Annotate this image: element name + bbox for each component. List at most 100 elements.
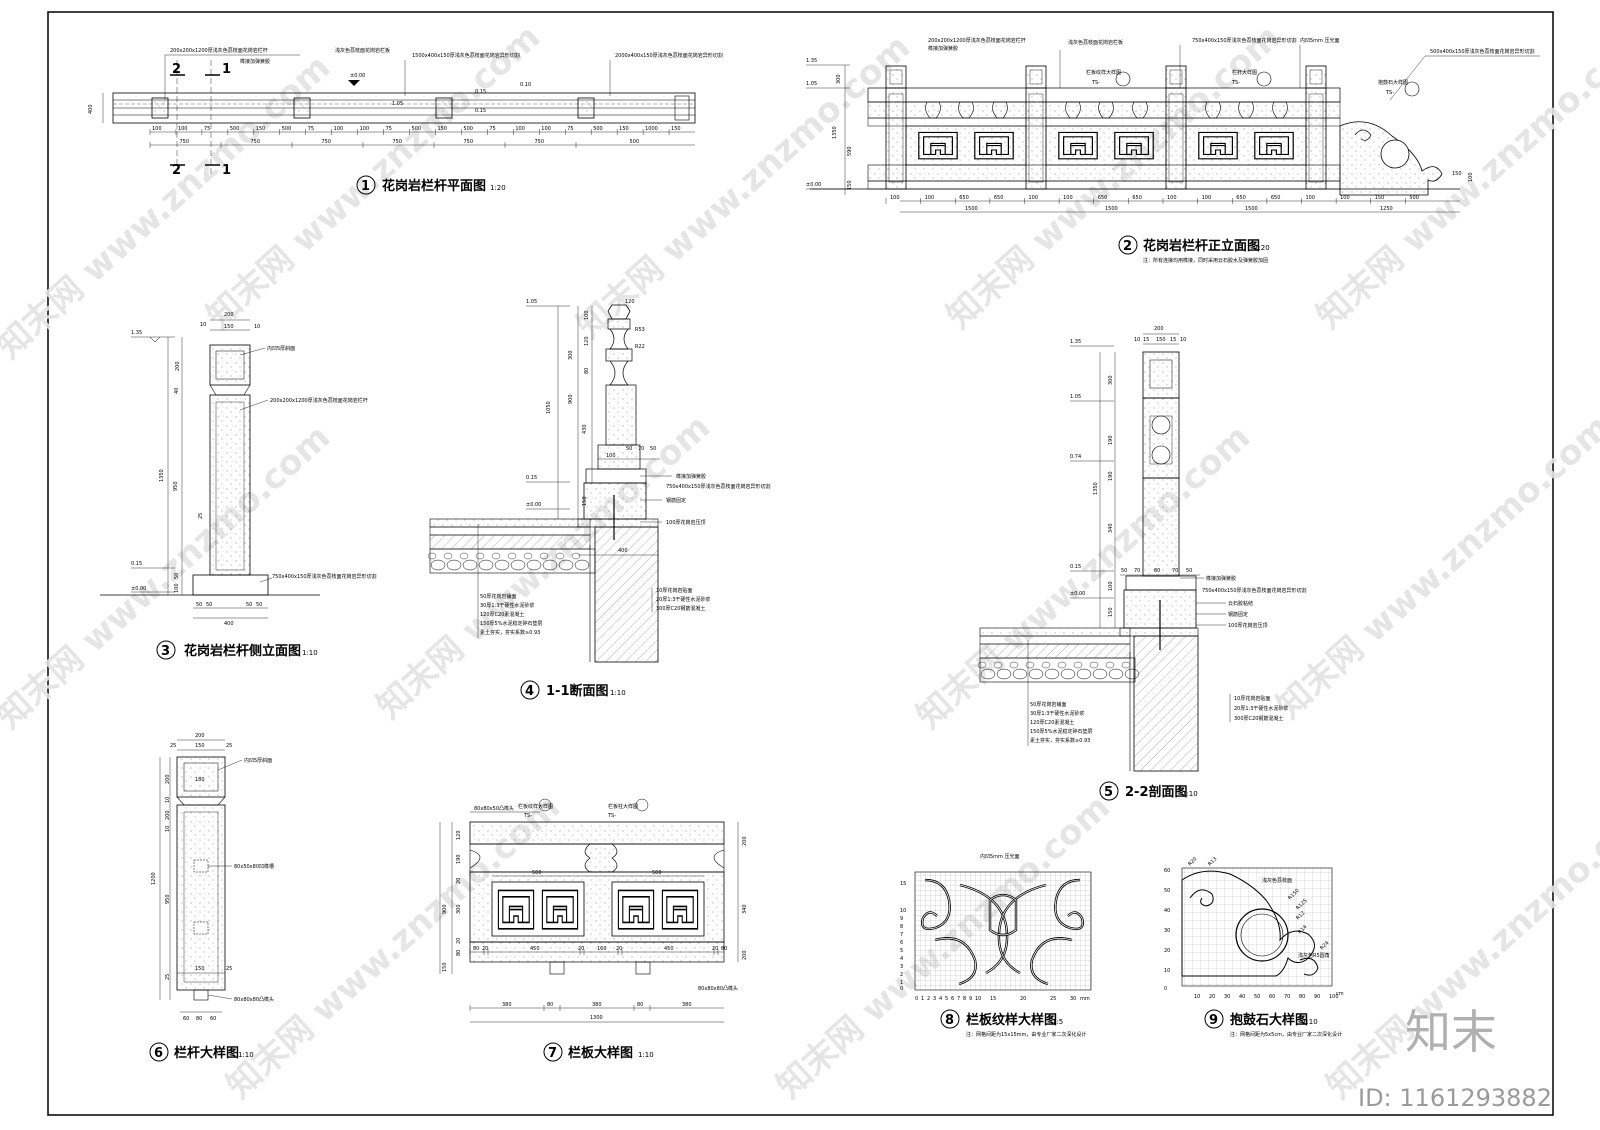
front-dim: 650 (994, 195, 1004, 201)
plan-dim: 500 (463, 126, 473, 132)
plan-view: 2 1 2 1 200x200x1200厚浅灰色荔枝面花岗岩栏杆 榫接加弹簧胶 … (88, 47, 723, 195)
front-dim: 100 (1063, 195, 1073, 201)
front-dim: 1500 (1105, 206, 1118, 212)
side-top-dim: 10 (254, 324, 260, 330)
drawing-title: 1-1断面图 (546, 683, 609, 699)
pattern-y-tick: 10 (900, 908, 906, 914)
watermark-text: 知末网 www.znzmo.com (199, 17, 548, 337)
pattern-y-tick: 7 (900, 932, 903, 938)
sec11-vdim: 100 (584, 310, 590, 320)
sec22-bottom-dim: 70 (1172, 568, 1178, 574)
front-vdim: 590 (847, 146, 853, 156)
drum-x-tick: 80 (1299, 994, 1305, 1000)
front-dim: 100 (1306, 195, 1316, 201)
plan-dim: 100 (178, 126, 188, 132)
panel-pattern-dim: 20 (482, 946, 488, 952)
plan-dim: 100 (515, 126, 525, 132)
pattern-header: 内凹5mm 压光面 (980, 853, 1020, 860)
front-dim: 500 (1409, 195, 1419, 201)
drum-radius: R12 (1295, 910, 1306, 921)
sec11-hdim: 50 (626, 446, 632, 452)
drawing-number: 6 (154, 1046, 163, 1061)
pattern-x-tick: 10 (975, 996, 981, 1002)
pattern-x-tick: 2 (927, 996, 930, 1002)
drum-grid (1181, 867, 1333, 987)
side-level: 1.35 (131, 330, 142, 336)
section-mark-1: 1 (222, 163, 231, 178)
panel-bottom-dim: 80 (547, 1002, 553, 1008)
sec11-level: 1.05 (526, 299, 537, 305)
sec22-top-dim: 15 (1170, 337, 1176, 343)
panel-right-dim: 200 (742, 950, 748, 960)
front-vdim: 150 (847, 180, 853, 190)
front-dim: 650 (1236, 195, 1246, 201)
sec11-hdim: 400 (618, 548, 628, 554)
sec11-vdim: 150 (582, 496, 588, 506)
post-bottom-dim: 80 (196, 1016, 202, 1022)
front-callout: 200x200x1200厚浅灰色荔枝面花岗岩栏杆 (928, 37, 1026, 44)
panel-total: 1300 (590, 1015, 603, 1021)
sec22-wall-layer: 300厚C20钢筋混凝土 (1234, 715, 1283, 722)
pattern-x-tick: 25 (1050, 996, 1056, 1002)
panel-callout: TS- (523, 813, 532, 819)
drawing-number: 5 (1104, 785, 1113, 800)
plan-dim: 150 (256, 126, 266, 132)
sec22-layer: 150厚5%水泥稳定碎石垫层 (1030, 728, 1092, 735)
plan-dim: 75 (386, 126, 392, 132)
drawing-number: 8 (945, 1013, 954, 1028)
post-callout: 80x50x80凹榫槽 (234, 863, 274, 870)
sec22-vdim: 100 (1108, 581, 1114, 591)
drum-y-tick: 10 (1164, 968, 1170, 974)
sec22-top-dim: 200 (1154, 326, 1164, 332)
panel-pattern-dim: 450 (530, 946, 540, 952)
panel-pattern-dim: 450 (664, 946, 674, 952)
front-vdim: 300 (836, 74, 842, 84)
post-vdim: 10 (165, 797, 171, 803)
pattern-x-tick: 9 (969, 996, 972, 1002)
side-vdim: 1350 (159, 469, 165, 482)
sec22-bottom-dim: 70 (1134, 568, 1140, 574)
post-vdim: 950 (165, 894, 171, 904)
sec22-level: 1.05 (1070, 394, 1081, 400)
section-mark-1: 1 (222, 62, 231, 77)
front-baluster (1098, 101, 1114, 119)
plan-dim: 100 (360, 126, 370, 132)
sec11-layer: 50厚花岗岩铺面 (480, 593, 516, 600)
drum-x-tick: 40 (1239, 994, 1245, 1000)
sec22-bottom-dim: 80 (1154, 568, 1160, 574)
front-baluster (1205, 101, 1221, 119)
sec22-callout: 750x400x150厚浅灰色荔枝面花岗岩异形切割 (1202, 587, 1307, 594)
drum-radius: R13 (1207, 856, 1218, 867)
drum-x-tick: 60 (1269, 994, 1275, 1000)
sec11-callout: 100厚花岗岩压顶 (666, 519, 706, 526)
sec22-wall-layer: 20厚1:3干硬性水泥砂浆 (1234, 705, 1288, 712)
plan-dim: 500 (593, 126, 603, 132)
sec22-vdim: 190 (1108, 435, 1114, 445)
panel-bottom-dim: 380 (592, 1002, 602, 1008)
sec22-top-dim: 15 (1143, 337, 1149, 343)
sec22-callout: 云石胶粘结 (1228, 600, 1253, 607)
drum-y-tick: 60 (1164, 868, 1170, 874)
pattern-x-tick: 30 (1070, 996, 1076, 1002)
plan-dim: 750 (535, 139, 545, 145)
sec22-wall-layer: 10厚花岗岩贴面 (1234, 695, 1270, 702)
drawing-scale: 1:20 (1254, 244, 1270, 252)
sec11-vdim: 900 (568, 394, 574, 404)
section-1-1: 1.05 0.15 ±0.00 100 120 80 300 900 1050 … (427, 299, 771, 700)
plan-dim: 750 (251, 139, 261, 145)
drawing-title: 抱鼓石大样图 (1230, 1012, 1308, 1028)
front-callout: 750x400x150厚浅灰色荔枝面花岗岩异形切割 (1192, 37, 1297, 44)
sec22-callout: 榫接加弹簧胶 (1206, 575, 1236, 582)
plan-callout: 200x200x1200厚浅灰色荔枝面花岗岩栏杆 (170, 47, 268, 54)
sec11-wall-layer: 10厚花岗岩贴面 (656, 587, 692, 594)
drum-x-tick: 20 (1209, 994, 1215, 1000)
panel-bottom-dim: 80 (637, 1002, 643, 1008)
post-bottom-dim: 60 (210, 1016, 216, 1022)
detail-tag-label: 栏板纹样大样图 (1086, 69, 1121, 76)
front-baluster (1065, 101, 1081, 119)
